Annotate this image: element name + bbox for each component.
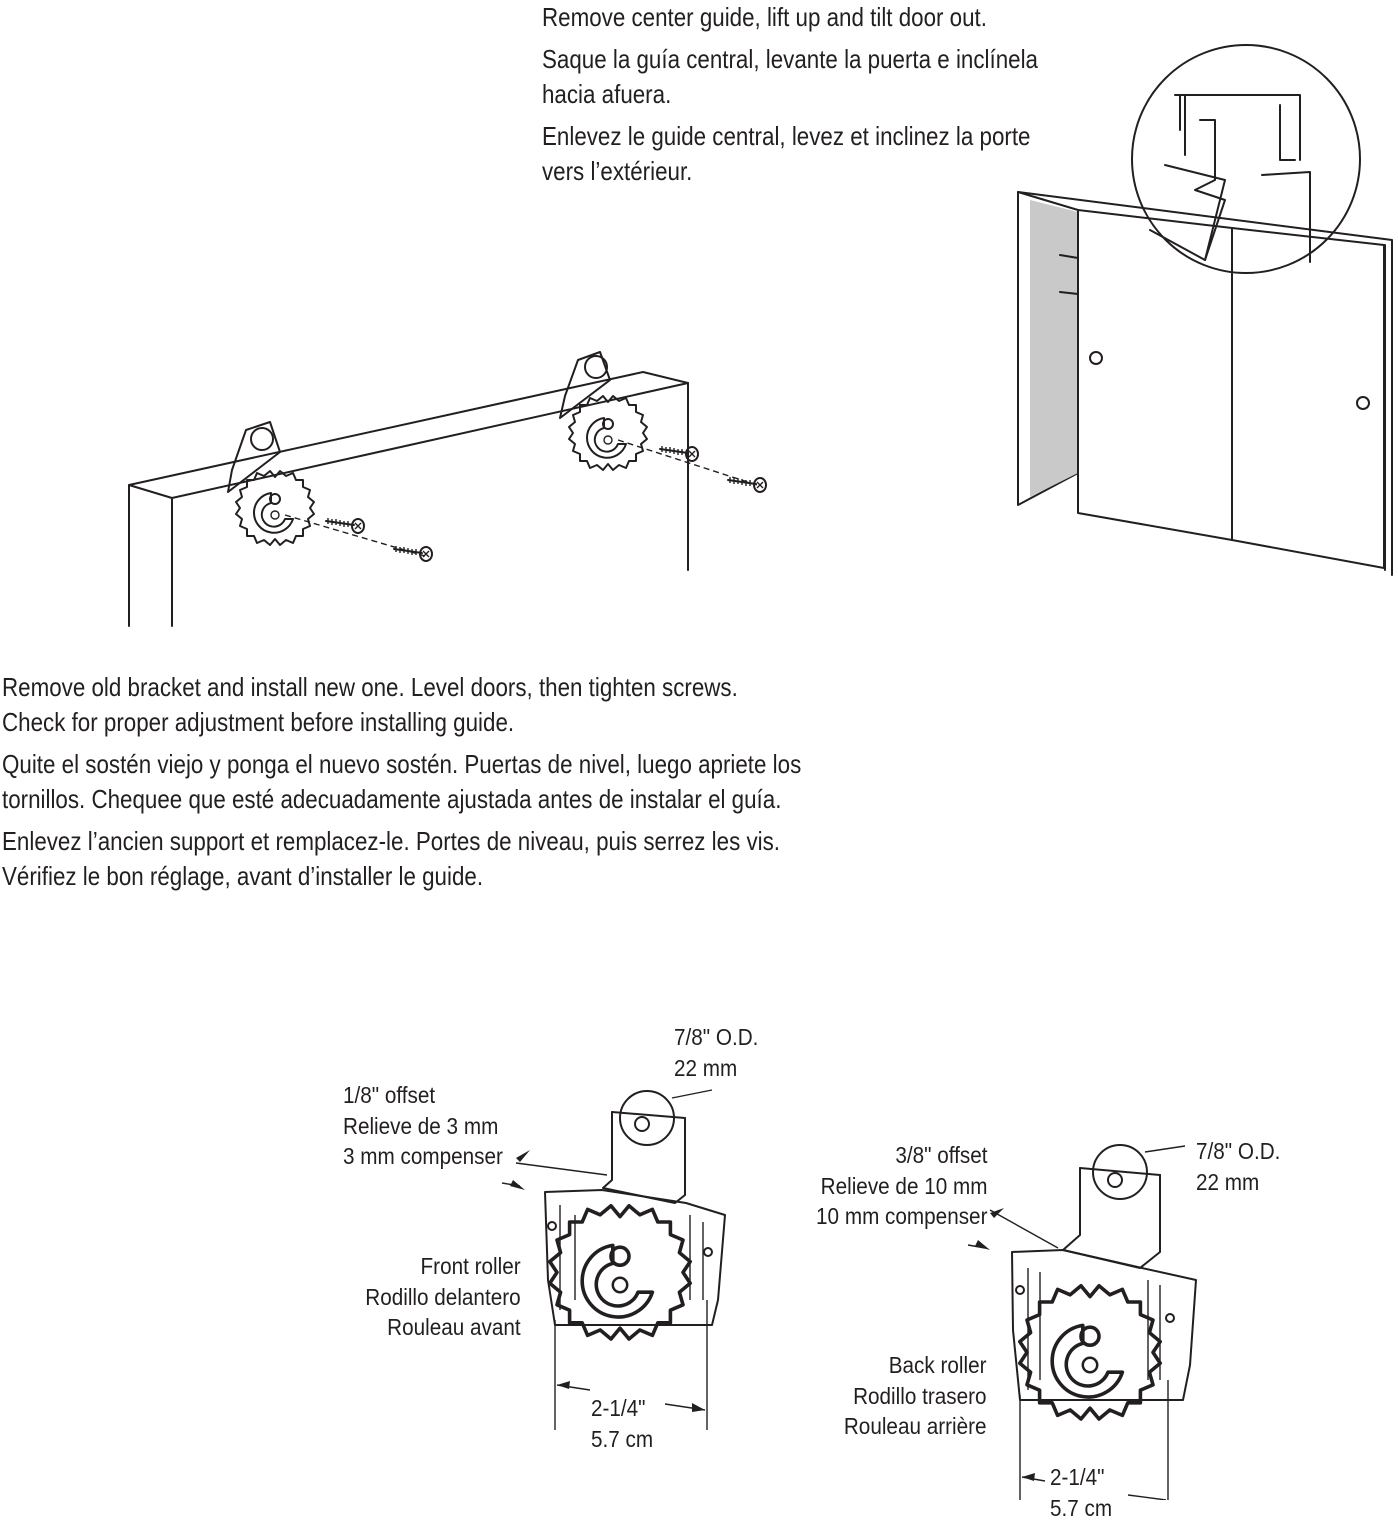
label-line: Rodillo trasero bbox=[844, 1381, 987, 1412]
label-line: Relieve de 3 mm bbox=[343, 1111, 503, 1142]
label-line: 5.7 cm bbox=[591, 1424, 653, 1455]
label-line: 3 mm compenser bbox=[343, 1141, 503, 1172]
label-line: 5.7 cm bbox=[1050, 1493, 1112, 1523]
instruction-french: Enlevez l’ancien support et remplacez-le… bbox=[2, 824, 801, 894]
back-roller-width-label: 2-1/4" 5.7 cm bbox=[1050, 1462, 1112, 1523]
label-line: 3/8" offset bbox=[816, 1140, 987, 1171]
label-line: 22 mm bbox=[674, 1053, 758, 1084]
label-line: 22 mm bbox=[1196, 1167, 1280, 1198]
back-roller-diagram bbox=[968, 1145, 1196, 1500]
front-roller-name-label: Front roller Rodillo delantero Rouleau a… bbox=[366, 1251, 521, 1343]
front-roller-diagram bbox=[502, 1090, 725, 1430]
text-line: Check for proper adjustment before insta… bbox=[2, 705, 801, 740]
back-roller-diameter-label: 7/8" O.D. 22 mm bbox=[1196, 1136, 1280, 1197]
label-line: 2-1/4" bbox=[1050, 1462, 1112, 1493]
back-roller-name-label: Back roller Rodillo trasero Rouleau arri… bbox=[844, 1350, 987, 1442]
bracket-install-illustration bbox=[129, 352, 766, 626]
front-roller-offset-label: 1/8" offset Relieve de 3 mm 3 mm compens… bbox=[343, 1080, 503, 1172]
back-roller-offset-label: 3/8" offset Relieve de 10 mm 10 mm compe… bbox=[816, 1140, 987, 1232]
label-line: 7/8" O.D. bbox=[1196, 1136, 1280, 1167]
front-roller-diameter-label: 7/8" O.D. 22 mm bbox=[674, 1022, 758, 1083]
screw-icon bbox=[660, 446, 698, 461]
text-line: Remove old bracket and install new one. … bbox=[2, 670, 801, 705]
front-roller-width-label: 2-1/4" 5.7 cm bbox=[591, 1393, 653, 1454]
label-line: 10 mm compenser bbox=[816, 1201, 987, 1232]
bracket-right bbox=[560, 352, 647, 470]
text-line: Quite el sostén viejo y ponga el nuevo s… bbox=[2, 747, 801, 782]
step-install-bracket-text: Remove old bracket and install new one. … bbox=[2, 670, 801, 894]
instruction-spanish: Quite el sostén viejo y ponga el nuevo s… bbox=[2, 747, 801, 817]
screw-icon bbox=[728, 477, 766, 492]
screw-icon bbox=[394, 546, 432, 561]
label-line: Front roller bbox=[366, 1251, 521, 1282]
screw-icon bbox=[326, 518, 364, 533]
label-line: 1/8" offset bbox=[343, 1080, 503, 1111]
label-line: Rouleau avant bbox=[366, 1312, 521, 1343]
label-line: Relieve de 10 mm bbox=[816, 1171, 987, 1202]
label-line: 7/8" O.D. bbox=[674, 1022, 758, 1053]
label-line: Rouleau arrière bbox=[844, 1411, 987, 1442]
text-line: Vérifiez le bon réglage, avant d’install… bbox=[2, 859, 801, 894]
label-line: Rodillo delantero bbox=[366, 1282, 521, 1313]
label-line: Back roller bbox=[844, 1350, 987, 1381]
sliding-door-illustration bbox=[1018, 45, 1392, 575]
label-line: 2-1/4" bbox=[591, 1393, 653, 1424]
text-line: Enlevez l’ancien support et remplacez-le… bbox=[2, 824, 801, 859]
instruction-english: Remove old bracket and install new one. … bbox=[2, 670, 801, 740]
text-line: tornillos. Chequee que esté adecuadament… bbox=[2, 782, 801, 817]
